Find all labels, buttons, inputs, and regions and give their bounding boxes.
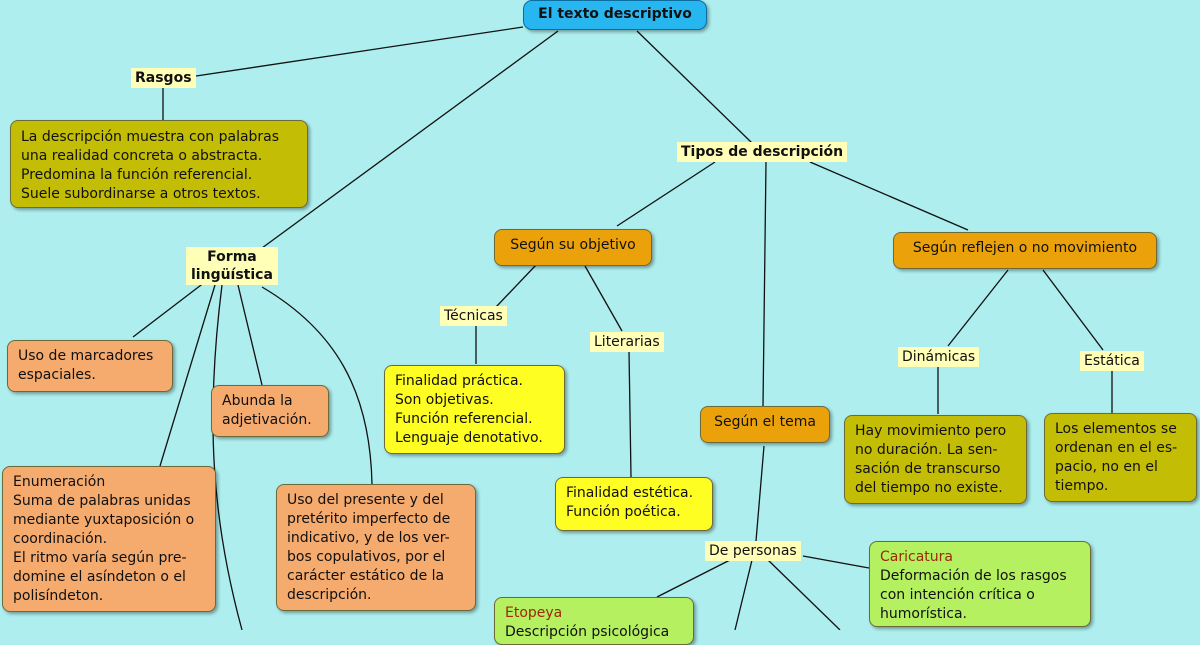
- dinamicas-label-text: Dinámicas: [902, 349, 976, 365]
- caricatura-box: Caricatura Deformación de los rasgos con…: [869, 541, 1091, 627]
- rasgos-line-1: La descripción muestra con palabras: [21, 129, 280, 145]
- link-movimiento-dinamicas: [947, 269, 1009, 347]
- etopeya-title: Etopeya: [505, 605, 563, 621]
- enumeracion-line-7: polisíndeton.: [13, 588, 104, 604]
- link-movimiento-estatica: [1042, 269, 1104, 351]
- link-tipos-objetivo: [616, 161, 716, 227]
- rasgos-label-text: Rasgos: [135, 70, 192, 86]
- literarias-box: Finalidad estética. Función poética.: [555, 477, 713, 531]
- tipos-label-text: Tipos de descripción: [681, 144, 844, 160]
- link-forma-marcadores: [132, 281, 206, 338]
- link-objetivo-tecnicas: [495, 264, 537, 308]
- dinamicas-label: Dinámicas: [898, 347, 980, 367]
- link-personas-down-left: [734, 559, 753, 630]
- forma-label-line-2: lingüística: [191, 267, 273, 283]
- adjetivacion-box: Abunda la adjetivación.: [211, 385, 329, 437]
- root-node: El texto descriptivo: [523, 0, 707, 30]
- tecnicas-line-4: Lenguaje denotativo.: [395, 430, 543, 446]
- link-root-rasgos: [195, 26, 524, 77]
- link-tipos-movimiento: [809, 161, 969, 231]
- estatica-label: Estática: [1080, 351, 1144, 371]
- marcadores-line-1: Uso de marcadores: [18, 348, 154, 364]
- connector-lines: [132, 26, 1113, 630]
- link-forma-down: [212, 284, 243, 630]
- enumeracion-line-3: mediante yuxtaposición o: [13, 512, 195, 528]
- link-forma-presente: [261, 286, 373, 485]
- link-tema-personas: [755, 445, 765, 542]
- tema-text: Según el tema: [714, 414, 816, 430]
- objetivo-box: Según su objetivo: [494, 229, 652, 266]
- link-personas-etopeya: [656, 559, 731, 598]
- estatica-line-1: Los elementos se: [1055, 421, 1177, 437]
- tecnicas-label-text: Técnicas: [444, 308, 503, 324]
- marcadores-box: Uso de marcadores espaciales.: [7, 340, 173, 392]
- literarias-line-1: Finalidad estética.: [566, 485, 694, 501]
- rasgos-label: Rasgos: [131, 68, 196, 88]
- estatica-label-text: Estática: [1084, 353, 1140, 369]
- tecnicas-label: Técnicas: [440, 306, 507, 326]
- marcadores-line-2: espaciales.: [18, 367, 96, 383]
- presente-line-6: descripción.: [287, 587, 372, 603]
- etopeya-line-1: Descripción psicológica: [505, 624, 670, 640]
- movimiento-text: Según reflejen o no movimiento: [912, 240, 1138, 256]
- personas-label-text: De personas: [709, 543, 797, 559]
- enumeracion-line-6: domine el asíndeton o el: [13, 569, 186, 585]
- caricatura-line-1: Deformación de los rasgos: [880, 568, 1067, 584]
- rasgos-line-2: una realidad concreta o abstracta.: [21, 148, 263, 164]
- link-forma-adjetivacion: [237, 284, 263, 386]
- tipos-label: Tipos de descripción: [677, 142, 848, 162]
- dinamicas-line-3: sación de transcurso: [855, 461, 1001, 477]
- enumeracion-line-2: Suma de palabras unidas: [13, 493, 191, 509]
- presente-line-4: bos copulativos, por el: [287, 549, 446, 565]
- tecnicas-line-1: Finalidad práctica.: [395, 373, 523, 389]
- link-personas-down-right: [767, 559, 841, 630]
- dinamicas-box: Hay movimiento pero no duración. La sen-…: [844, 415, 1027, 504]
- forma-label: Forma lingüística: [186, 247, 278, 285]
- adjetivacion-line-2: adjetivación.: [222, 412, 312, 428]
- link-tipos-tema: [762, 161, 767, 407]
- tecnicas-line-2: Son objetivas.: [395, 392, 494, 408]
- enumeracion-line-1: Enumeración: [13, 474, 106, 490]
- estatica-line-3: pacio, no en el: [1055, 459, 1158, 475]
- literarias-label-text: Literarias: [594, 334, 660, 350]
- estatica-line-4: tiempo.: [1055, 478, 1109, 494]
- tema-box: Según el tema: [700, 406, 830, 443]
- link-personas-caricatura: [802, 555, 870, 569]
- etopeya-box: Etopeya Descripción psicológica: [494, 597, 694, 645]
- presente-box: Uso del presente y del pretérito imperfe…: [276, 484, 476, 611]
- enumeracion-box: Enumeración Suma de palabras unidas medi…: [2, 466, 216, 612]
- estatica-box: Los elementos se ordenan en el es- pacio…: [1044, 413, 1197, 502]
- caricatura-line-3: humorística.: [880, 606, 967, 622]
- link-objetivo-literarias: [584, 265, 623, 332]
- enumeracion-line-5: El ritmo varía según pre-: [13, 550, 187, 566]
- link-root-tipos: [636, 30, 753, 144]
- presente-line-2: pretérito imperfecto de: [287, 511, 451, 527]
- forma-label-line-1: Forma: [207, 249, 257, 265]
- personas-label: De personas: [705, 541, 801, 561]
- dinamicas-line-1: Hay movimiento pero: [855, 423, 1007, 439]
- presente-line-1: Uso del presente y del: [287, 492, 444, 508]
- literarias-label: Literarias: [590, 332, 664, 352]
- presente-line-5: carácter estático de la: [287, 568, 445, 584]
- rasgos-box: La descripción muestra con palabras una …: [10, 120, 308, 208]
- adjetivacion-line-1: Abunda la: [222, 393, 293, 409]
- literarias-line-2: Función poética.: [566, 504, 681, 520]
- objetivo-text: Según su objetivo: [510, 237, 636, 253]
- link-literarias-box: [628, 350, 632, 478]
- root-title: El texto descriptivo: [538, 6, 692, 22]
- link-forma-enumeracion: [159, 284, 216, 467]
- presente-line-3: indicativo, y de los ver-: [287, 530, 450, 546]
- tecnicas-line-3: Función referencial.: [395, 411, 533, 427]
- caricatura-line-2: con intención crítica o: [880, 587, 1035, 603]
- enumeracion-line-4: coordinación.: [13, 531, 108, 547]
- link-root-forma: [261, 30, 559, 249]
- caricatura-title: Caricatura: [880, 549, 953, 565]
- dinamicas-line-4: del tiempo no existe.: [855, 480, 1003, 496]
- estatica-line-2: ordenan en el es-: [1055, 440, 1178, 456]
- movimiento-box: Según reflejen o no movimiento: [893, 232, 1157, 269]
- rasgos-line-3: Predomina la función referencial.: [21, 167, 253, 183]
- dinamicas-line-2: no duración. La sen-: [855, 442, 998, 458]
- tecnicas-box: Finalidad práctica. Son objetivas. Funci…: [384, 365, 565, 454]
- rasgos-line-4: Suele subordinarse a otros textos.: [21, 186, 261, 202]
